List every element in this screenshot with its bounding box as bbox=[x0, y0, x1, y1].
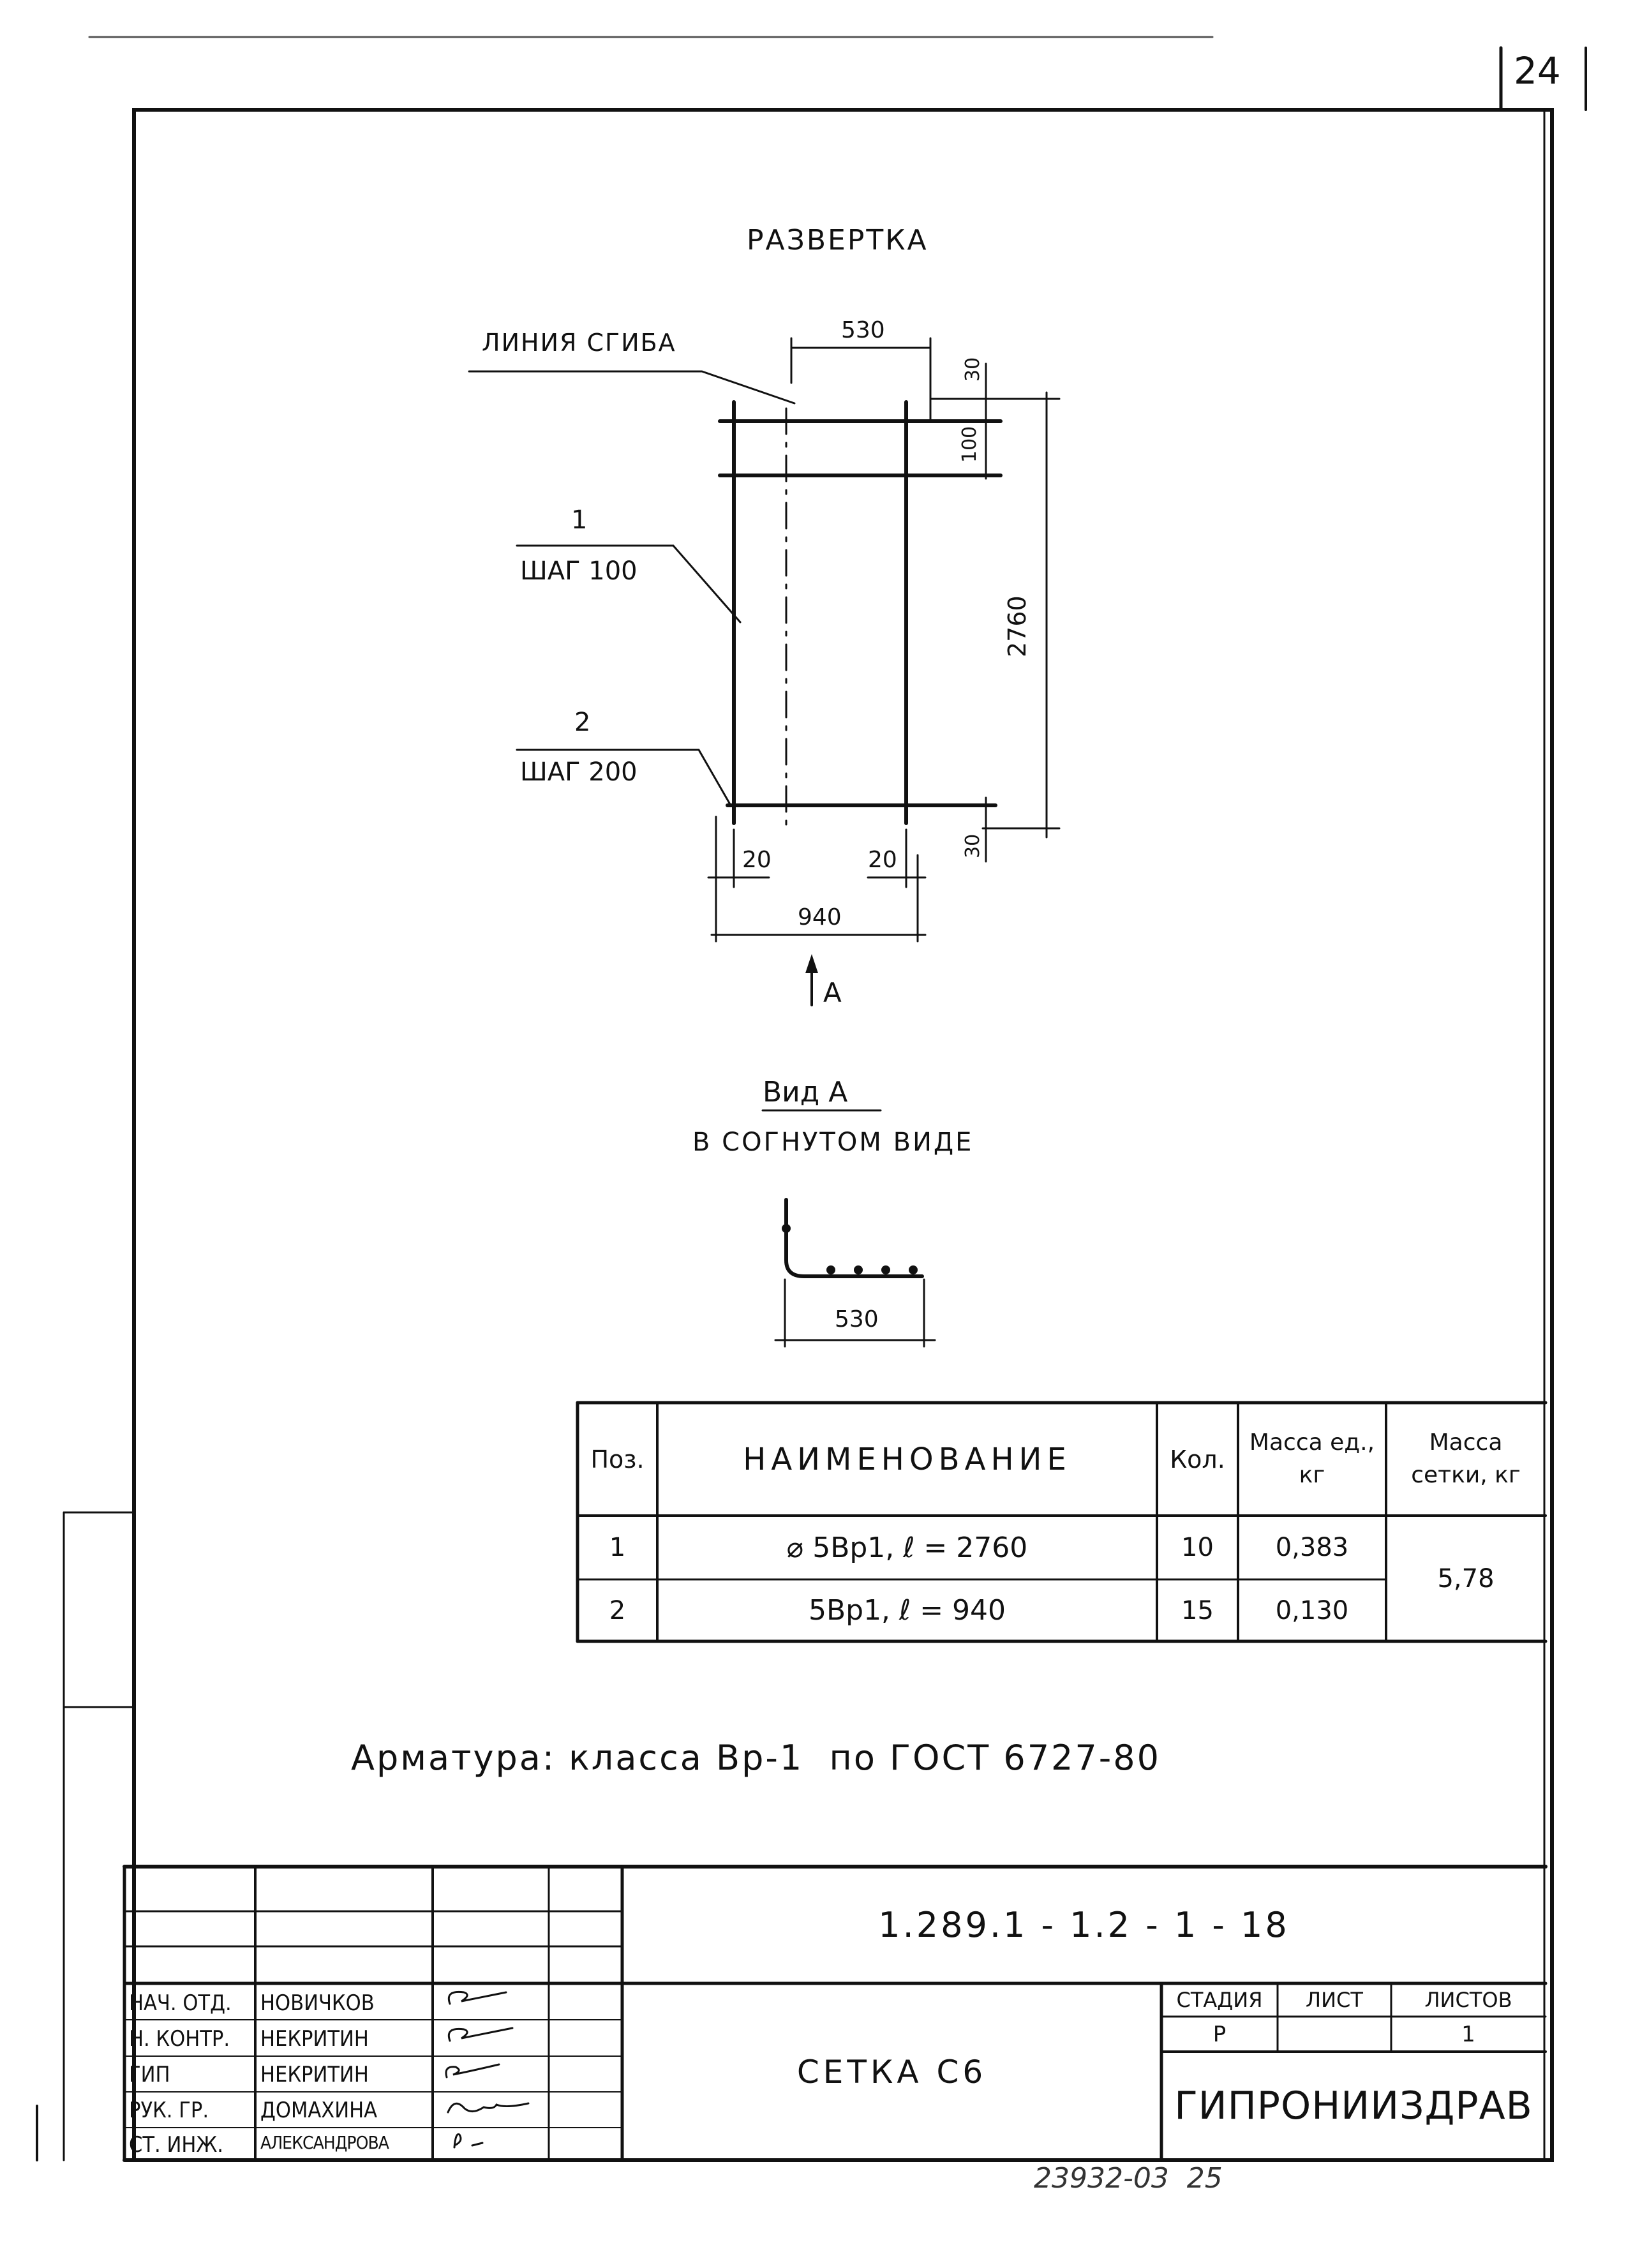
callout-2-step: шаг 200 bbox=[520, 757, 638, 787]
tb-role-1: Нач. отд. bbox=[129, 1990, 232, 2016]
th-mesh-mass: Масса сетки, кг bbox=[1411, 1429, 1521, 1488]
stage-value: Р bbox=[1212, 2021, 1227, 2047]
callout-1-step: шаг 100 bbox=[520, 556, 638, 586]
dim-530-top: 530 bbox=[841, 317, 885, 343]
th-name: Наименование bbox=[743, 1441, 1071, 1477]
title-block-grid bbox=[123, 1865, 1554, 2162]
reinforcement-note: Арматура: класса Вр-1 по ГОСТ 6727-80 bbox=[351, 1738, 1161, 1778]
signature bbox=[453, 2133, 484, 2149]
tb-role-2: Н. контр. bbox=[129, 2026, 230, 2052]
rod-dot bbox=[826, 1265, 835, 1274]
row-1-unit-mass: 0,383 bbox=[1275, 1533, 1349, 1562]
callout-2-pos: 2 bbox=[574, 708, 591, 737]
mesh-mass-value: 5,78 bbox=[1437, 1563, 1495, 1593]
sheet-value bbox=[1278, 2017, 1391, 2052]
spec-table-grid bbox=[576, 1401, 1548, 1643]
tb-role-5: Ст. инж. bbox=[129, 2132, 224, 2158]
view-arrow-head bbox=[805, 954, 818, 973]
stage-label: Стадия bbox=[1176, 1988, 1263, 2012]
dim-20-right: 20 bbox=[868, 847, 897, 873]
drawing-title: Сетка С6 bbox=[796, 2053, 987, 2091]
dim-100: 100 bbox=[958, 426, 981, 463]
rod-dot bbox=[881, 1265, 890, 1274]
row-1-name: ⌀ 5Вр1, ℓ = 2760 bbox=[786, 1531, 1028, 1564]
signature bbox=[447, 1990, 507, 2005]
rod-dot bbox=[782, 1224, 791, 1233]
view-a-dim: 530 bbox=[835, 1306, 879, 1332]
tb-name-1: Новичков bbox=[260, 1990, 375, 2016]
view-a-dots bbox=[782, 1224, 918, 1274]
sheets-label: Листов bbox=[1424, 1988, 1512, 2012]
view-a-title: Вид А bbox=[763, 1076, 848, 1108]
dim-940: 940 bbox=[798, 904, 842, 930]
tb-name-2: Некритин bbox=[260, 2026, 369, 2052]
row-1-pos: 1 bbox=[609, 1533, 626, 1562]
row-2-name: 5Вр1, ℓ = 940 bbox=[808, 1594, 1006, 1627]
tb-role-3: ГИП bbox=[129, 2062, 170, 2087]
doc-code: 1.289.1 - 1.2 - 1 - 18 bbox=[878, 1905, 1290, 1945]
dim-2760: 2760 bbox=[1003, 595, 1031, 657]
dim-30-top: 30 bbox=[962, 357, 984, 382]
callout-1-pos: 1 bbox=[571, 505, 588, 535]
sheet-label: Лист bbox=[1306, 1988, 1363, 2012]
signature bbox=[445, 2063, 500, 2078]
th-unit-mass: Масса ед., кг bbox=[1249, 1429, 1375, 1488]
view-a-subtitle: в согнутом виде bbox=[692, 1128, 974, 1157]
dim-20-left: 20 bbox=[742, 847, 772, 873]
organization-name: ГИПРОНИИЗДРАВ bbox=[1174, 2084, 1533, 2128]
row-2-pos: 2 bbox=[609, 1595, 626, 1625]
sheet-number: 24 bbox=[1514, 49, 1561, 93]
rod-dot bbox=[854, 1265, 863, 1274]
th-qty: Кол. bbox=[1170, 1445, 1225, 1473]
tb-name-5: Александрова bbox=[260, 2132, 389, 2153]
signatures bbox=[445, 1990, 530, 2149]
bend-line-leader bbox=[468, 370, 796, 405]
tb-role-4: Рук. гр. bbox=[129, 2098, 209, 2123]
dim-30-bottom: 30 bbox=[962, 833, 984, 858]
sheets-value: 1 bbox=[1461, 2021, 1475, 2047]
callout-1-leader bbox=[516, 544, 742, 623]
bottom-stamp: 23932-03 25 bbox=[1034, 2162, 1223, 2195]
view-a-sketch bbox=[761, 1109, 936, 1348]
signature bbox=[447, 2102, 530, 2114]
razvertka-title: Развертка bbox=[747, 224, 929, 257]
th-pos: Поз. bbox=[590, 1445, 645, 1473]
row-1-qty: 10 bbox=[1181, 1533, 1214, 1562]
view-a-bent-mesh bbox=[784, 1198, 924, 1278]
bend-line-label: Линия сгиба bbox=[482, 329, 676, 357]
tb-name-3: Некритин bbox=[260, 2062, 369, 2087]
rod-dot bbox=[909, 1265, 918, 1274]
unfolded-mesh bbox=[468, 337, 1061, 1006]
row-2-qty: 15 bbox=[1181, 1595, 1214, 1625]
signature bbox=[447, 2027, 514, 2042]
callout-2-leader bbox=[516, 749, 732, 807]
view-arrow-label: А bbox=[823, 977, 842, 1008]
row-2-unit-mass: 0,130 bbox=[1275, 1595, 1349, 1625]
tb-name-4: Домахина bbox=[260, 2098, 378, 2123]
